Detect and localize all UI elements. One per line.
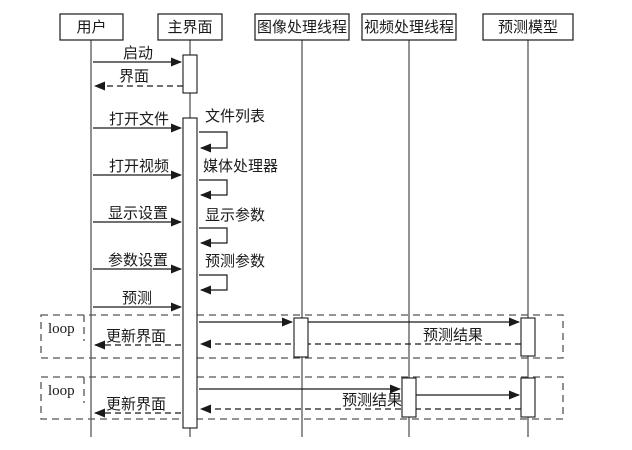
actor-box-main-ui <box>157 13 223 41</box>
self-message-display-params-label: 显示参数 <box>205 207 265 224</box>
actor-label-user: 用户 <box>76 19 106 36</box>
message-open-file-label: 打开文件 <box>109 111 169 128</box>
activation-image-thread <box>293 317 309 358</box>
actor-box-user <box>59 13 124 41</box>
self-message-file-list-label: 文件列表 <box>205 108 265 125</box>
self-message-display-params-arrow <box>199 227 228 248</box>
message-display-settings-label: 显示设置 <box>108 205 168 222</box>
loop2-label: loop <box>48 383 75 399</box>
self-message-file-list-arrow <box>199 131 228 153</box>
loop-fragment-1: loop <box>40 314 564 359</box>
actor-label-model: 预测模型 <box>498 19 558 36</box>
actor-label-image-thread: 图像处理线程 <box>257 19 347 36</box>
actor-box-model <box>482 13 574 41</box>
loop1-predict-result-label: 预测结果 <box>423 327 483 344</box>
loop2-update-ui-label: 更新界面 <box>106 396 166 413</box>
loop2-border <box>40 376 564 420</box>
actor-box-image-thread <box>254 13 350 41</box>
loop1-update-ui-label: 更新界面 <box>106 328 166 345</box>
loop1-border <box>40 314 564 359</box>
message-param-settings-label: 参数设置 <box>108 252 168 269</box>
self-message-media-processor-label: 媒体处理器 <box>203 158 278 175</box>
self-message-predict-params-label: 预测参数 <box>205 253 265 270</box>
actor-label-video-thread: 视频处理线程 <box>364 19 454 36</box>
message-open-video-label: 打开视频 <box>109 158 169 175</box>
message-predict-label: 预测 <box>122 290 152 307</box>
self-message-predict-params-arrow <box>199 274 228 295</box>
activation-model-loop1 <box>520 317 536 357</box>
actor-label-main-ui: 主界面 <box>167 19 212 36</box>
loop2-predict-result-label: 预测结果 <box>342 392 402 409</box>
activation-video-thread <box>401 377 417 418</box>
activations <box>182 54 536 429</box>
actor-headers: 用户 主界面 图像处理线程 视频处理线程 预测模型 <box>59 13 574 41</box>
message-start-label: 启动 <box>123 45 153 62</box>
activation-main-ui-session <box>182 117 198 429</box>
loop1-label: loop <box>48 321 75 337</box>
self-message-media-processor-arrow <box>199 179 228 200</box>
loop-fragment-2: loop <box>40 376 564 420</box>
activation-model-loop2 <box>520 377 536 418</box>
actor-box-video-thread <box>361 13 457 41</box>
activation-main-ui-start <box>182 54 198 94</box>
message-ui-return-label: 界面 <box>119 69 149 85</box>
messages: 启动 界面 打开文件 文件列表 打开视频 媒体处理器 显示设置 显示参数 参数设… <box>93 45 521 418</box>
